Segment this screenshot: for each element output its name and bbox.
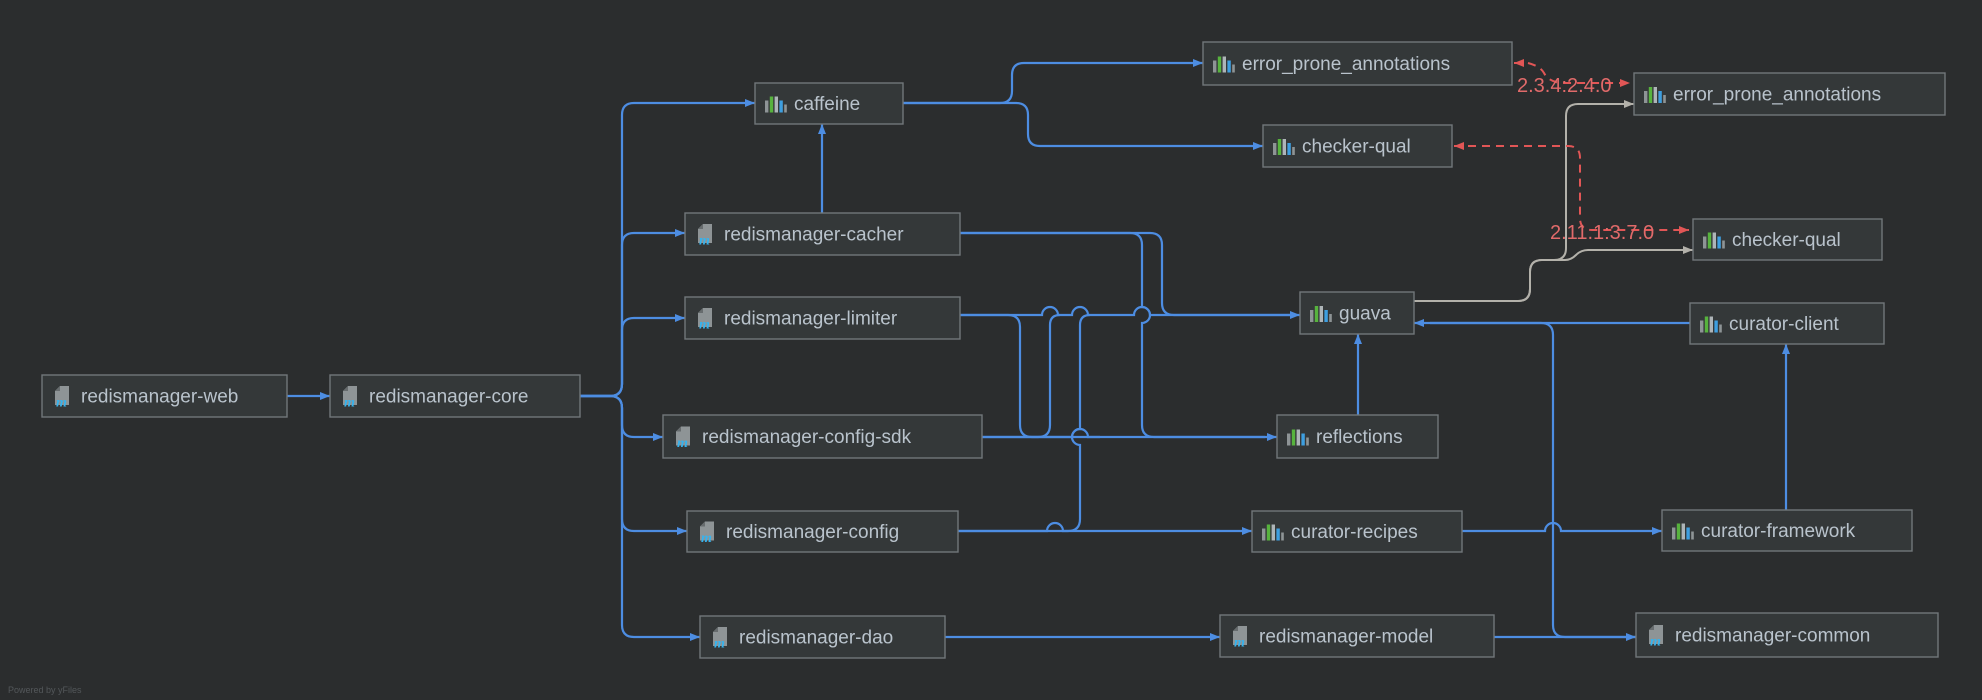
node-label: redismanager-limiter (724, 309, 898, 330)
node-label: reflections (1316, 427, 1403, 448)
node-box (1299, 291, 1415, 335)
node-checker-qual-2[interactable]: checker-qual (1692, 218, 1883, 261)
edge-recipes-framework (1462, 521, 1662, 535)
edge-common-guava (1430, 321, 1636, 639)
node-label: redismanager-core (369, 387, 528, 408)
node-label: curator-framework (1701, 521, 1856, 542)
edge-cacher-guava (959, 231, 1290, 317)
node-redismanager-config[interactable]: redismanager-config (686, 510, 959, 553)
node-label: checker-qual (1732, 230, 1841, 251)
node-box (699, 615, 946, 659)
node-label: guava (1339, 304, 1391, 325)
node-redismanager-model[interactable]: redismanager-model (1219, 614, 1495, 658)
edge-guava-cq2 (1414, 246, 1693, 302)
node-checker-qual-1[interactable]: checker-qual (1262, 124, 1453, 168)
edge-core-cacher (580, 229, 685, 398)
conflict-label-checker-qual: 2.11.1:3.7.0 (1550, 222, 1654, 244)
node-box (329, 374, 581, 418)
node-label: error_prone_annotations (1673, 85, 1881, 106)
node-label: error_prone_annotations (1242, 54, 1450, 75)
node-box (1635, 612, 1939, 658)
edge-conflict-cq (1454, 142, 1689, 234)
edge-cacher-reflections (959, 231, 1265, 439)
node-redismanager-config-sdk[interactable]: redismanager-config-sdk (662, 414, 983, 459)
yfiles-watermark: Powered by yFiles (8, 685, 82, 695)
node-box (684, 296, 961, 340)
node-box (1251, 510, 1463, 553)
node-redismanager-limiter[interactable]: redismanager-limiter (684, 296, 961, 340)
edge-layer (287, 59, 1790, 641)
node-box (1689, 302, 1885, 345)
node-label: curator-client (1729, 314, 1840, 335)
edge-config-recipes (958, 521, 1252, 535)
node-curator-client[interactable]: curator-client (1689, 302, 1885, 345)
node-box (1661, 509, 1913, 552)
node-label: redismanager-config (726, 522, 899, 543)
node-redismanager-common[interactable]: redismanager-common (1635, 612, 1939, 658)
edge-caffeine-cq1 (903, 101, 1263, 150)
edge-core-limiter (580, 314, 685, 398)
node-label: redismanager-model (1259, 627, 1433, 648)
node-box (684, 212, 961, 256)
node-redismanager-dao[interactable]: redismanager-dao (699, 615, 946, 659)
node-label: curator-recipes (1291, 522, 1418, 543)
node-label: redismanager-common (1675, 626, 1870, 647)
node-box (1262, 124, 1453, 168)
node-label: redismanager-cacher (724, 225, 904, 246)
node-label: redismanager-config-sdk (702, 427, 912, 448)
edge-config-guava (958, 313, 1091, 533)
edge-caffeine-epa1 (903, 59, 1203, 105)
edge-config-sdk-guava (982, 313, 1061, 439)
node-box (1692, 218, 1883, 261)
node-curator-framework[interactable]: curator-framework (1661, 509, 1913, 552)
node-label: checker-qual (1302, 137, 1411, 158)
node-error_prone_annotations-1[interactable]: error_prone_annotations (1202, 41, 1513, 86)
node-layer: redismanager-web redismanager-core caffein… (41, 41, 1946, 659)
conflict-label-error-prone-annotations: 2.3.4:2.4.0 (1517, 75, 1612, 97)
node-box (686, 510, 959, 553)
node-curator-recipes[interactable]: curator-recipes (1251, 510, 1463, 553)
node-label: caffeine (794, 94, 860, 115)
node-box (41, 374, 288, 418)
node-redismanager-core[interactable]: redismanager-core (329, 374, 581, 418)
edge-core-dao (580, 394, 700, 641)
node-error_prone_annotations-2[interactable]: error_prone_annotations (1633, 72, 1946, 116)
node-redismanager-cacher[interactable]: redismanager-cacher (684, 212, 961, 256)
edge-conflict-epa (1514, 59, 1630, 87)
node-box (662, 414, 983, 459)
edge-limiter-guava (958, 305, 1300, 319)
node-label: redismanager-dao (739, 628, 893, 649)
node-label: redismanager-web (81, 387, 238, 408)
node-box (1202, 41, 1513, 86)
node-redismanager-web[interactable]: redismanager-web (41, 374, 288, 418)
node-guava[interactable]: guava (1299, 291, 1415, 335)
node-reflections[interactable]: reflections (1276, 414, 1439, 459)
node-caffeine[interactable]: caffeine (754, 82, 904, 125)
node-box (1219, 614, 1495, 658)
node-box (1633, 72, 1946, 116)
